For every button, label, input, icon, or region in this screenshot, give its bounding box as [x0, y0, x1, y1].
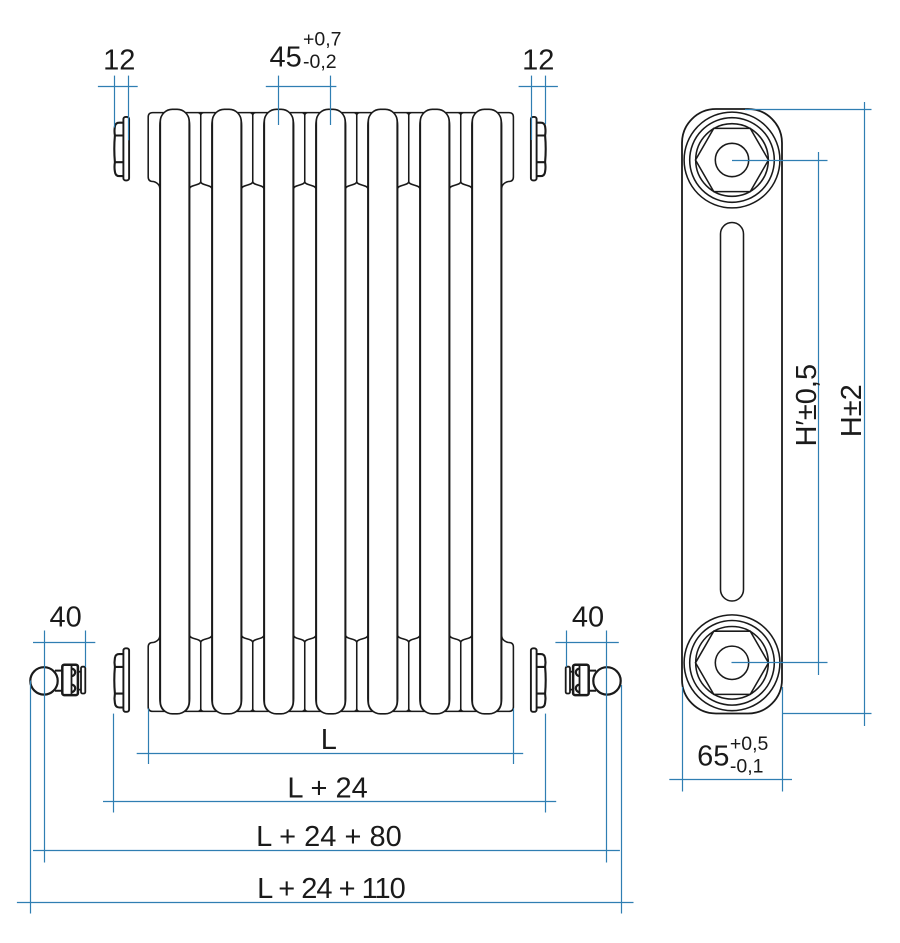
- svg-text:12: 12: [103, 45, 135, 77]
- svg-text:+0,7: +0,7: [303, 28, 342, 50]
- svg-text:-0,1: -0,1: [730, 756, 764, 778]
- svg-text:L + 24: L + 24: [287, 773, 367, 805]
- svg-text:H±2: H±2: [836, 384, 868, 437]
- svg-text:L + 24 + 80: L + 24 + 80: [256, 821, 402, 853]
- svg-text:45: 45: [269, 42, 301, 74]
- svg-text:65: 65: [697, 741, 729, 773]
- svg-text:H′±0,5: H′±0,5: [791, 364, 823, 447]
- svg-text:L + 24 + 110: L + 24 + 110: [257, 873, 405, 905]
- svg-text:-0,2: -0,2: [303, 51, 337, 73]
- svg-text:L: L: [321, 724, 337, 756]
- svg-text:+0,5: +0,5: [730, 733, 769, 755]
- svg-text:40: 40: [49, 602, 81, 634]
- svg-text:40: 40: [572, 602, 604, 634]
- svg-text:12: 12: [522, 45, 554, 77]
